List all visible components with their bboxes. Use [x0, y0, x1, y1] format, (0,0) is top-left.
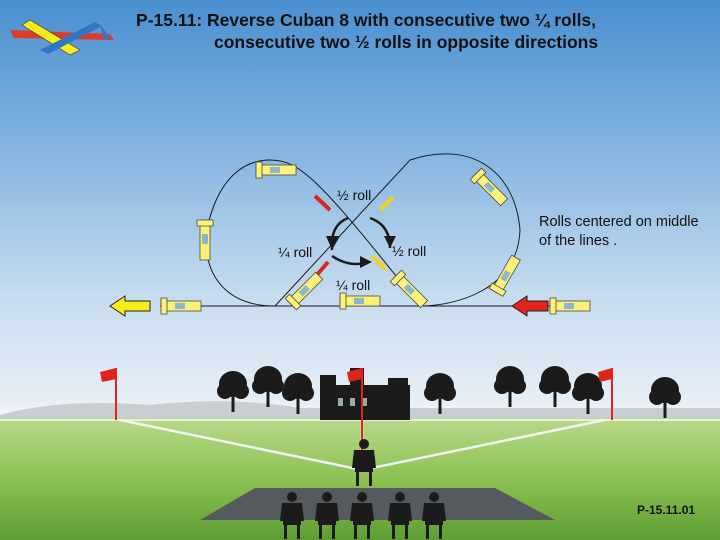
label-quarter-roll-bottom: ¼ roll [336, 277, 370, 293]
left-loop [204, 159, 276, 307]
plane-icon [339, 292, 381, 310]
roll-marker-yellow [378, 195, 395, 212]
roll-direction-arrows [326, 216, 396, 268]
title-line-2: consecutive two ½ rolls in opposite dire… [214, 32, 599, 52]
tree [572, 373, 604, 414]
tree [494, 366, 526, 407]
planes [160, 161, 591, 315]
right-flag [598, 368, 613, 420]
plane-icon [160, 297, 202, 315]
plane-icon [389, 269, 431, 311]
tree-line [217, 366, 681, 420]
rolls-centered-note: Rolls centered on middle of the lines . [539, 214, 699, 249]
curved-arrow-right [369, 216, 392, 249]
logo-plane-icon [10, 19, 114, 56]
plane-icon [284, 269, 326, 311]
diagonal-line [269, 159, 421, 307]
right-loop-and-upline [274, 153, 521, 307]
flight-path [160, 153, 585, 307]
tree [252, 366, 284, 407]
plane-icon [469, 167, 511, 209]
roll-marker-yellow [370, 254, 388, 272]
plane-icon [549, 297, 591, 315]
entry-arrow [511, 295, 549, 317]
roll-markers [313, 194, 395, 278]
plane-icon [488, 253, 524, 297]
plane-icon [196, 219, 214, 261]
exit-arrow [109, 295, 151, 317]
roll-marker-red [313, 194, 332, 212]
label-quarter-roll-left: ¼ roll [278, 244, 312, 260]
runway [200, 488, 555, 520]
label-half-roll-right: ½ roll [392, 243, 426, 259]
tree [539, 366, 571, 407]
roll-marker-red [314, 260, 330, 278]
left-flag [100, 368, 117, 420]
tree [424, 373, 456, 414]
castle [320, 368, 410, 420]
title-line-1: P-15.11: Reverse Cuban 8 with consecutiv… [136, 10, 597, 30]
label-half-roll-top: ½ roll [337, 187, 371, 203]
page-title: P-15.11: Reverse Cuban 8 with consecutiv… [136, 9, 716, 53]
figure-code: P-15.11.01 [637, 503, 696, 517]
